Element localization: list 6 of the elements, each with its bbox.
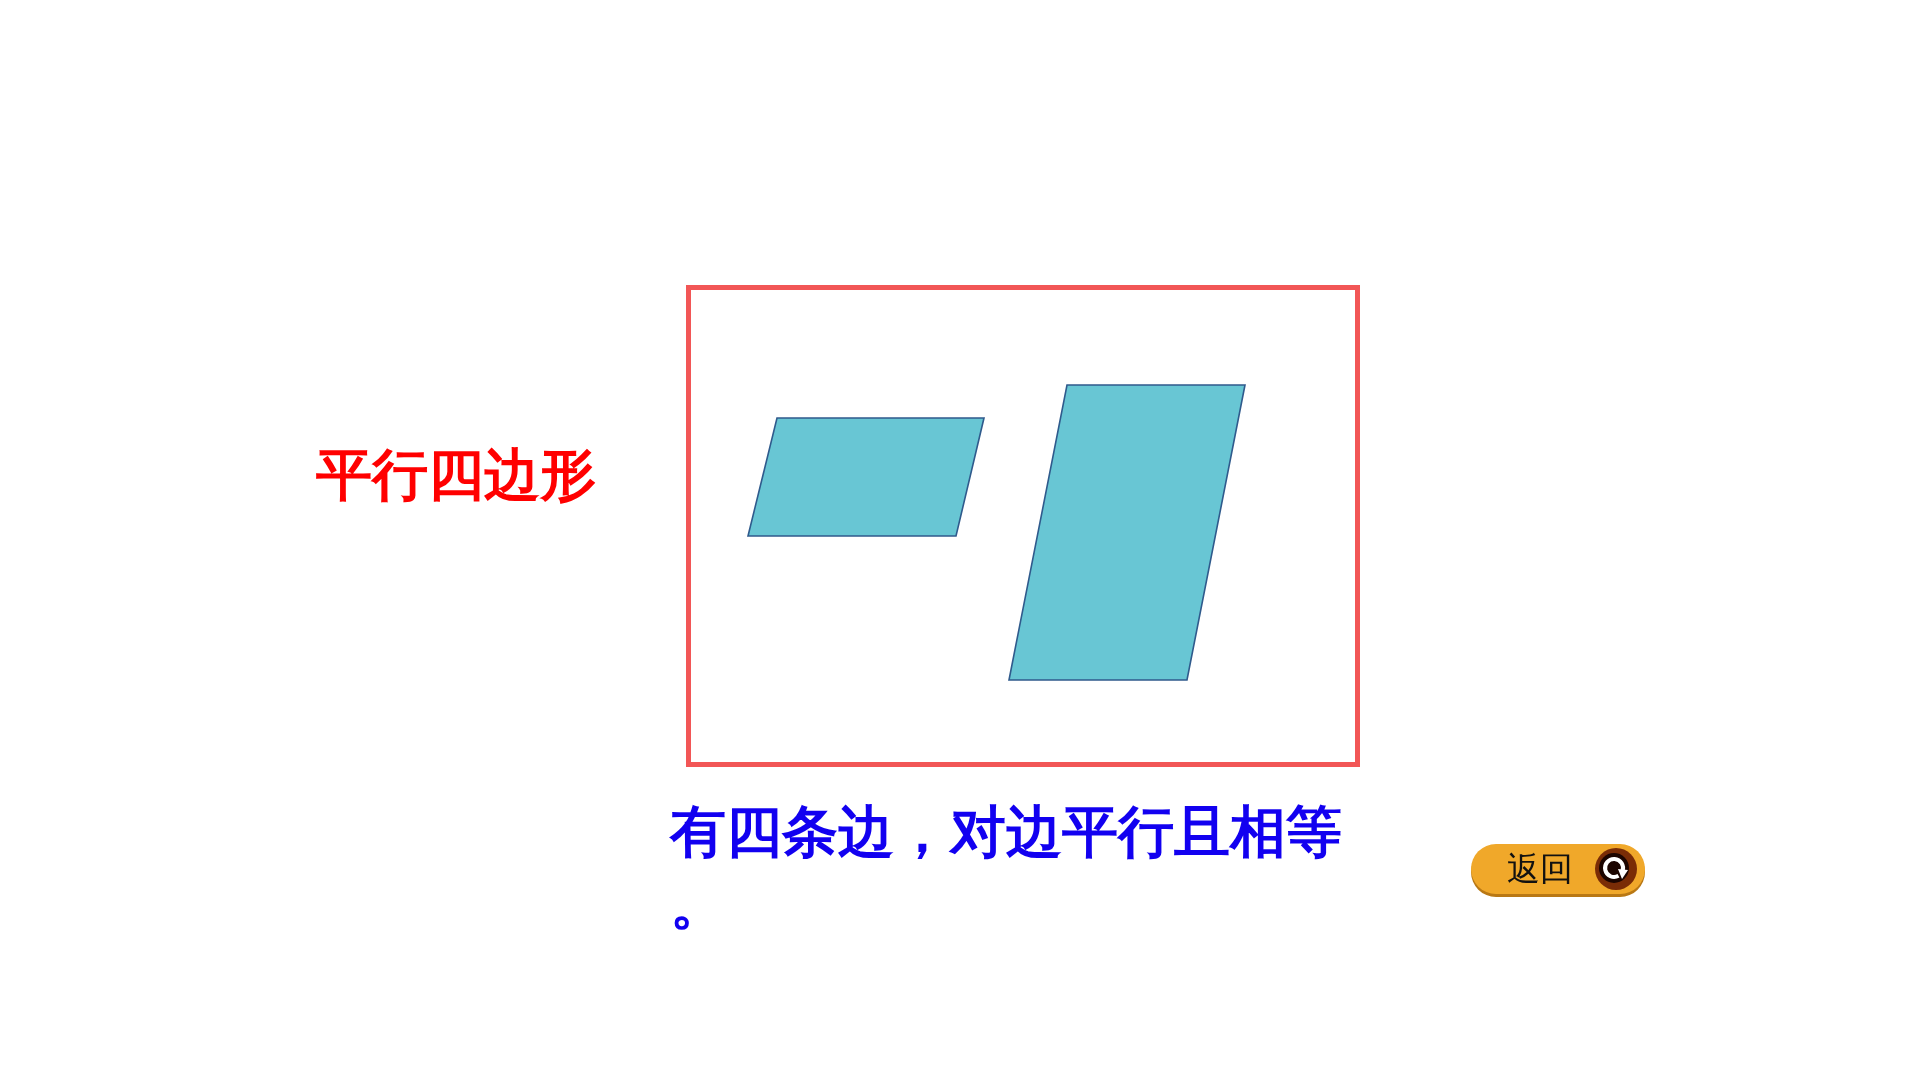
back-button: 返回: [1471, 844, 1645, 894]
parallelogram: [748, 418, 984, 536]
parallelogram: [1009, 385, 1245, 680]
caption: 有四条边，对边平行且相等。: [670, 798, 1343, 938]
frame: [686, 285, 1360, 767]
title: 平行四边形: [316, 441, 596, 509]
